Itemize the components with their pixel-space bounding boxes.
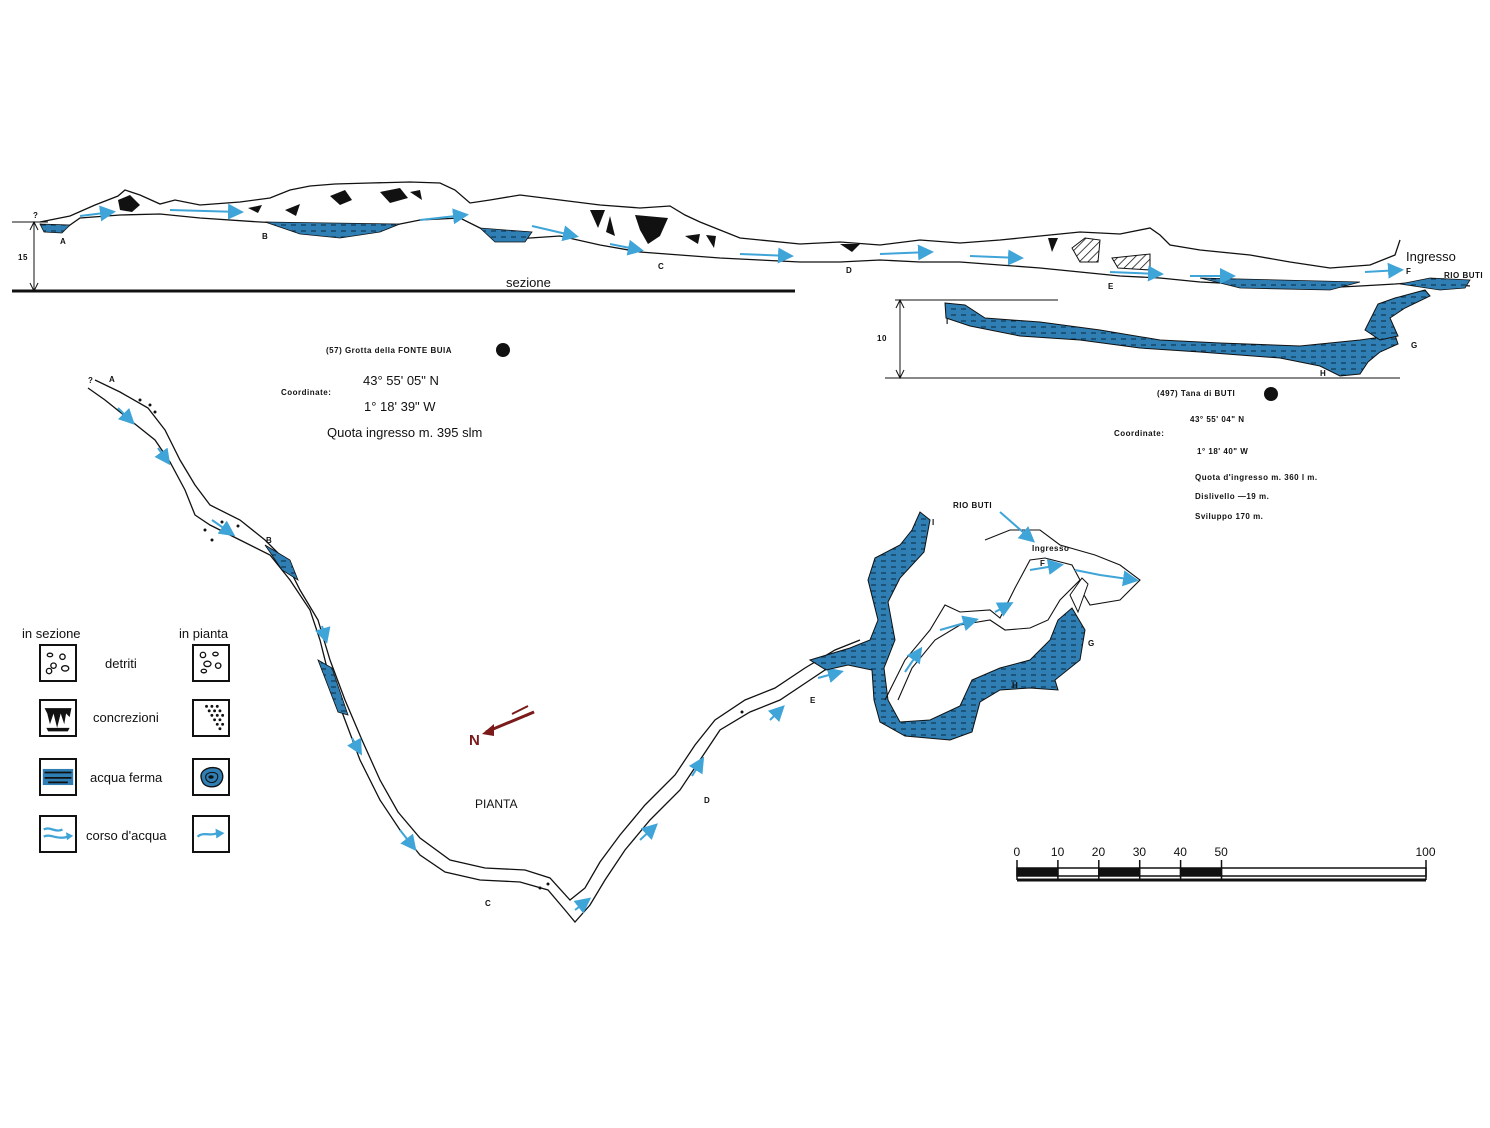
scale-bar-tick-label: 30: [1132, 845, 1147, 859]
fonte-buia-title: (57) Grotta della FONTE BUIA: [326, 346, 453, 355]
scale-bar-tick-label: 40: [1173, 845, 1187, 859]
plan-point-b: B: [266, 536, 273, 545]
legend-label-still-water: acqua ferma: [90, 770, 163, 785]
legend-concretions-section-icon: [39, 699, 77, 737]
section-point-c: C: [658, 262, 665, 271]
section-profile: [12, 181, 1471, 293]
section-point-d: D: [846, 266, 853, 275]
section-river-label: RIO BUTI: [1444, 271, 1484, 280]
scale-bar-segment: [1016, 867, 1059, 877]
section-point-b: B: [262, 232, 269, 241]
section-point-e: E: [1108, 282, 1114, 291]
plan-entrance-label: Ingresso: [1032, 544, 1070, 553]
plan-river-label: RIO BUTI: [953, 501, 993, 510]
tana-buti-point-g: G: [1411, 341, 1418, 350]
scale-bar-tick-label: 50: [1214, 845, 1228, 859]
scale-bar: [1016, 860, 1427, 882]
tana-buti-point-h: H: [1320, 369, 1327, 378]
legend-label-watercourse: corso d'acqua: [86, 828, 167, 843]
plan-point-q: ?: [88, 376, 94, 385]
plan-point-e: E: [810, 696, 816, 705]
north-arrow-icon: [482, 705, 535, 736]
plan-point-d: D: [704, 796, 711, 805]
tana-buti-marker-icon: [1264, 387, 1278, 401]
scale-bar-tick-label: 10: [1050, 845, 1065, 859]
tana-buti-dislivello: Dislivello —19 m.: [1195, 492, 1270, 501]
tana-buti-point-i: I: [946, 317, 949, 326]
plan-label: PIANTA: [475, 797, 518, 811]
scale-bar-segment: [1179, 867, 1223, 877]
plan-point-h: H: [1012, 681, 1019, 690]
section-label: sezione: [506, 275, 551, 290]
fonte-buia-lat: 43° 55' 05" N: [363, 373, 439, 388]
legend-header-plan: in pianta: [179, 626, 229, 641]
legend-debris-plan-icon: [192, 644, 230, 682]
scale-bar-segment: [1057, 867, 1100, 877]
tana-buti-depth-label: 10: [877, 334, 887, 343]
tana-buti-section: [885, 289, 1431, 380]
scale-bar-segment: [1220, 867, 1427, 877]
fonte-buia-quota: Quota ingresso m. 395 slm: [327, 425, 483, 440]
section-point-q: ?: [33, 211, 39, 220]
scale-bar-tick-label: 0: [1013, 845, 1021, 859]
plan-point-i: I: [932, 518, 935, 527]
plan-point-a: A: [109, 375, 116, 384]
plan-view: [87, 379, 1141, 923]
section-entrance-label: Ingresso: [1406, 249, 1456, 264]
north-label: N: [469, 732, 480, 749]
legend-debris-section-icon: [39, 644, 77, 682]
tana-buti-coord-label: Coordinate:: [1114, 429, 1165, 438]
fonte-buia-lon: 1° 18' 39" W: [364, 399, 436, 414]
tana-buti-title: (497) Tana di BUTI: [1157, 389, 1236, 398]
scale-bar-segment: [1138, 867, 1182, 877]
fonte-buia-marker-icon: [496, 343, 510, 357]
legend-label-concretions: concrezioni: [93, 710, 159, 725]
tana-buti-lat: 43° 55' 04" N: [1190, 415, 1245, 424]
legend-still-water-section-icon: [39, 758, 77, 796]
plan-point-f: F: [1040, 559, 1046, 568]
plan-point-g: G: [1088, 639, 1095, 648]
tana-buti-lon: 1° 18' 40" W: [1197, 447, 1249, 456]
tana-buti-quota: Quota d'ingresso m. 360 l m.: [1195, 473, 1318, 482]
legend-watercourse-plan-icon: [192, 815, 230, 853]
legend-header-section: in sezione: [22, 626, 81, 641]
plan-point-c: C: [485, 899, 492, 908]
scale-bar-tick-label: 20: [1091, 845, 1106, 859]
legend-watercourse-section-icon: [39, 815, 77, 853]
scale-bar-segment: [1098, 867, 1141, 877]
legend-label-debris: detriti: [105, 656, 137, 671]
section-point-f: F: [1406, 267, 1412, 276]
legend-still-water-plan-icon: [192, 758, 230, 796]
section-point-a: A: [60, 237, 67, 246]
legend-concretions-plan-icon: [192, 699, 230, 737]
tana-buti-sviluppo: Sviluppo 170 m.: [1195, 512, 1264, 521]
fonte-buia-coord-label: Coordinate:: [281, 388, 332, 397]
scale-bar-tick-label: 100: [1415, 845, 1436, 859]
section-depth-label: 15: [18, 253, 28, 262]
